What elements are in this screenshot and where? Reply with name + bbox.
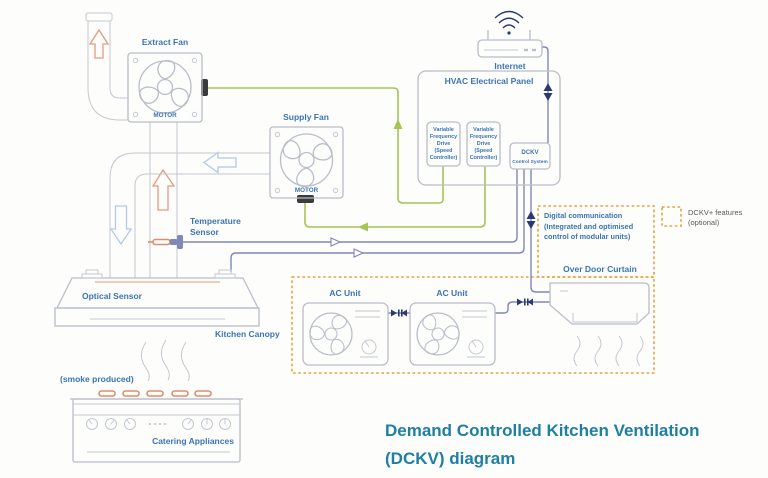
vfd1-line: Drive [437,141,451,147]
vfd2-line: Frequency [470,134,497,140]
wire-ac-to-curtain [495,298,550,314]
vfd-box-2: Variable Frequency Drive (Speed Controll… [466,121,501,167]
wire-ac-link [388,309,410,317]
comm-down-arrow2 [543,93,553,101]
wire-temperature-sensor [183,169,518,247]
optical-sensor-icon-left [81,269,103,279]
motor-terminal2 [297,195,314,203]
diagram-title: Demand Controlled Kitchen Ventilation [385,421,700,440]
vfd1-line: (Speed [435,148,453,154]
dckv-line2: Control System [512,159,547,165]
motor-terminal [201,79,208,96]
supply-fan-icon: MOTOR [269,126,344,203]
ac-unit-icon-1 [302,302,389,366]
wire-optical-sensor [230,169,525,272]
airflow-up-arrow-riser [151,168,176,211]
burner-icon [194,390,212,397]
extract-fan-icon: MOTOR [127,52,208,123]
airflow-left-arrow [202,151,237,174]
supply-duct [109,151,270,278]
catering-appliances-label: Catering Appliances [152,436,234,446]
dckv-plus-legend-swatch [661,206,682,227]
signal-right-arrow2 [353,248,365,258]
optical-sensor-label: Optical Sensor [82,291,143,301]
temperature-sensor-label2: Sensor [190,227,220,237]
ac-unit-icon-2 [409,302,496,366]
airflow-up-arrow-exhaust [88,28,110,59]
ac-fan-blades2 [422,314,460,355]
burner-icon [146,390,164,397]
exhaust-elbow-icon [85,12,128,121]
extract-fan-label: Extract Fan [142,37,188,47]
dckv-control-box: DCKV Control System [509,142,551,170]
hvac-panel: HVAC Electrical Panel Variable Frequency… [417,70,561,186]
stove-icon [70,390,243,463]
supply-fan-label: Supply Fan [283,112,329,122]
digital-comm-label2: (Integrated and optimised [544,222,633,231]
ac-gauge-icon [361,339,377,355]
dckv-plus-legend-label2: (optional) [688,218,720,227]
dckv-line1: DCKV [521,149,539,156]
comm-down-arrow [526,221,536,229]
vfd1-line: Controller) [430,155,458,161]
smoke-produced-label: (smoke produced) [60,374,134,384]
digital-comm-label: Digital communication [544,211,622,220]
fan-blades2 [282,139,333,188]
dckv-plus-legend-label: DCKV+ features [688,208,743,217]
supply-fan-motor-label: MOTOR [295,187,319,194]
extract-fan-motor-label: MOTOR [153,112,177,119]
comm-up-arrow2 [543,83,553,91]
signal-right-arrow [330,237,342,247]
diagram-title-line2: (DCKV) diagram [385,449,515,468]
kitchen-canopy-label: Kitchen Canopy [215,329,280,339]
vfd2-line: Controller) [470,155,498,161]
burner-icon [171,390,189,397]
wire-dckv-to-curtain [526,169,550,293]
optical-sensor-icon-right [214,269,236,279]
ac-unit-label-1: AC Unit [329,288,360,298]
comm-up-arrow [526,211,536,219]
stove-knobs [86,418,231,430]
vfd2-line: Drive [477,141,491,147]
temperature-sensor-label: Temperature [190,216,241,226]
green-left-arrow [358,222,368,232]
extract-riser-duct [149,122,178,278]
over-door-curtain-label: Over Door Curtain [563,264,637,274]
fan-blades [139,59,189,108]
vfd1-line: Variable [433,127,454,133]
ac-gauge-icon2 [468,339,484,355]
vfd1-line: Frequency [430,134,457,140]
burner-icon [122,390,140,397]
smoke-icon [141,339,190,382]
ac-fan-blades [309,314,348,355]
internet-label: Internet [494,61,525,71]
vfd-box-1: Variable Frequency Drive (Speed Controll… [426,121,461,167]
ac-unit-label-2: AC Unit [436,288,467,298]
wire-vfd-to-supply-fan [304,166,486,232]
air-curtain-icon [549,282,650,367]
temperature-probe-icon [148,235,183,249]
curtain-airflow [573,335,644,367]
canopy-icon [54,269,260,327]
airflow-down-arrow [109,205,133,246]
vfd2-line: Variable [473,127,494,133]
wire-vfd-to-extract-fan [207,87,444,204]
vfd2-line: (Speed [475,148,493,154]
digital-comm-label3: control of modular units) [544,232,631,241]
hvac-panel-title: HVAC Electrical Panel [445,76,534,86]
router-icon [477,10,543,58]
green-up-arrow [393,119,403,129]
burner-icon [98,390,116,397]
wifi-icon [494,10,524,35]
wire-internet-to-dckv [542,46,553,143]
